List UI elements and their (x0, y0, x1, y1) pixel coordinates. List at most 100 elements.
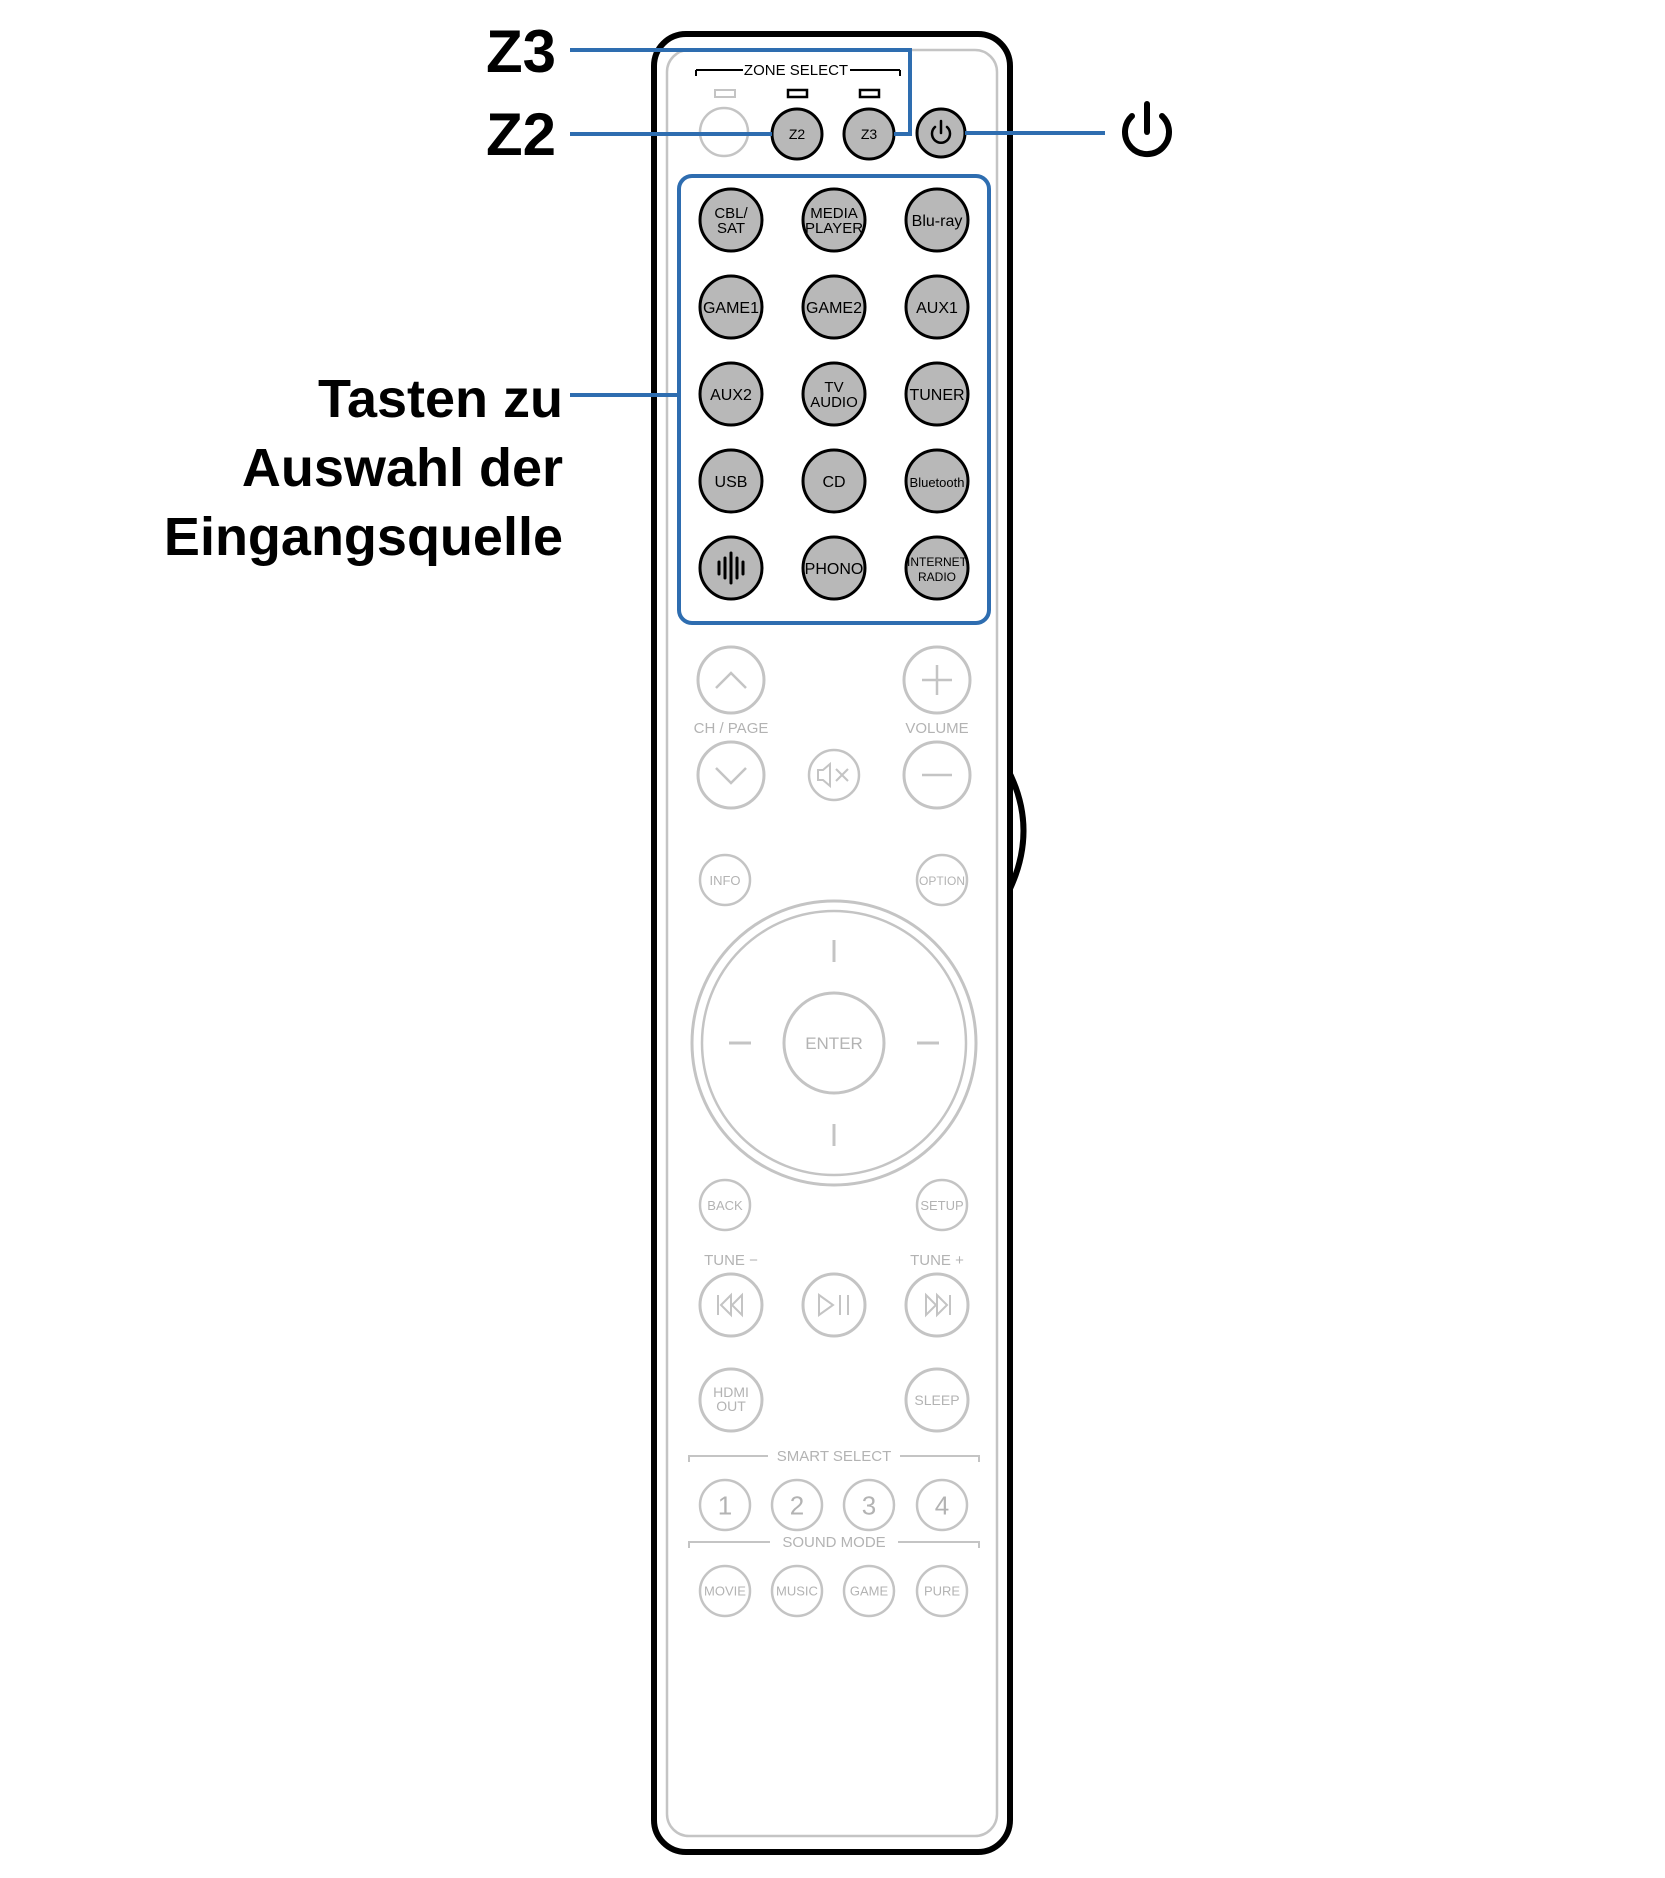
zone-indicator-z2 (786, 88, 809, 99)
mute-icon (817, 761, 849, 789)
source-button-phono[interactable]: PHONO (801, 535, 867, 601)
hdmi-out-label-2: OUT (716, 1398, 746, 1414)
source-button-media-player-label-2: PLAYER (805, 220, 863, 237)
source-button-cbl-sat-label-2: SAT (717, 220, 745, 237)
callout-source-line-1: Tasten zu (318, 369, 563, 429)
tune-plus-label: TUNE + (910, 1252, 964, 1269)
smart-select-buttons: 1 2 3 4 (698, 1478, 969, 1532)
hdmi-out-label-1: HDMI (713, 1384, 749, 1400)
source-button-aux2-label: AUX2 (710, 387, 752, 404)
source-button-heos[interactable] (698, 535, 764, 601)
sleep-label: SLEEP (914, 1392, 959, 1408)
source-button-tuner-label: TUNER (909, 387, 964, 404)
source-button-blu-ray[interactable]: Blu-ray (904, 187, 970, 253)
sound-mode-divider (688, 1541, 980, 1548)
source-button-tv-audio-label-2: AUDIO (810, 394, 858, 411)
sleep-button[interactable]: SLEEP (904, 1367, 970, 1433)
source-button-bluetooth-label: Bluetooth (910, 475, 965, 490)
smart-select-button-2-label: 2 (790, 1490, 804, 1520)
source-button-cbl-sat[interactable]: CBL/SAT (698, 187, 764, 253)
hdmi-out-button[interactable]: HDMI OUT (698, 1367, 764, 1433)
mute-button[interactable] (807, 748, 861, 802)
channel-up-button[interactable] (696, 645, 766, 715)
chevron-down-icon (715, 767, 747, 785)
source-button-aux1-label: AUX1 (916, 300, 958, 317)
smart-select-button-3[interactable]: 3 (842, 1478, 896, 1532)
callout-z3: Z3 (486, 18, 556, 85)
source-button-blu-ray-label: Blu-ray (912, 213, 963, 230)
source-button-cd[interactable]: CD (801, 448, 867, 514)
source-button-internet-radio-label-2: RADIO (918, 570, 956, 584)
callout-z2: Z2 (486, 101, 556, 168)
ch-page-label: CH / PAGE (694, 720, 769, 737)
back-button[interactable]: BACK (698, 1178, 752, 1232)
skip-forward-icon (925, 1292, 951, 1318)
sound-mode-button-movie-label: MOVIE (704, 1584, 746, 1599)
source-button-aux1[interactable]: AUX1 (904, 274, 970, 340)
source-group-frame (677, 174, 991, 625)
callout-line-z3 (570, 48, 912, 136)
power-icon (930, 119, 952, 144)
source-button-internet-radio-label-1: INTERNET (907, 555, 968, 569)
callout-lines (570, 48, 1105, 397)
enter-button[interactable]: ENTER (782, 991, 886, 1095)
info-button[interactable]: INFO (698, 853, 752, 907)
channel-down-button[interactable] (696, 740, 766, 810)
plus-icon (922, 665, 952, 695)
setup-button[interactable]: SETUP (915, 1178, 969, 1232)
skip-forward-button[interactable] (904, 1272, 970, 1338)
zone-select-area: ZONE SELECT Z2 Z3 (695, 62, 967, 161)
source-button-tuner[interactable]: TUNER (904, 361, 970, 427)
source-button-aux2[interactable]: AUX2 (698, 361, 764, 427)
skip-back-button[interactable] (698, 1272, 764, 1338)
play-pause-icon (818, 1293, 849, 1317)
zone-z3-button[interactable]: Z3 (842, 107, 896, 161)
source-button-game2-label: GAME2 (806, 300, 862, 317)
info-label: INFO (709, 873, 740, 888)
source-button-cbl-sat-label-1: CBL/ (714, 205, 748, 222)
source-button-game1[interactable]: GAME1 (698, 274, 764, 340)
zone-z2-button[interactable]: Z2 (770, 107, 824, 161)
sound-mode-button-music-label: MUSIC (776, 1584, 818, 1599)
sound-mode-button-game-label: GAME (850, 1584, 889, 1599)
tune-minus-label: TUNE − (704, 1252, 758, 1269)
volume-up-button[interactable] (902, 645, 972, 715)
smart-select-button-1[interactable]: 1 (698, 1478, 752, 1532)
play-pause-button[interactable] (801, 1272, 867, 1338)
sound-mode-button-movie[interactable]: MOVIE (698, 1564, 752, 1618)
setup-label: SETUP (920, 1198, 963, 1213)
sound-mode-button-game[interactable]: GAME (842, 1564, 896, 1618)
source-button-game1-label: GAME1 (703, 300, 759, 317)
source-button-media-player-label-1: MEDIA (810, 205, 858, 222)
skip-back-icon (717, 1292, 743, 1318)
back-label: BACK (707, 1198, 743, 1213)
option-button[interactable]: OPTION (915, 853, 969, 907)
sound-mode-button-pure[interactable]: PURE (915, 1564, 969, 1618)
volume-down-button[interactable] (902, 740, 972, 810)
sound-mode-buttons: MOVIE MUSIC GAME PURE (698, 1564, 969, 1618)
smart-select-button-4[interactable]: 4 (915, 1478, 969, 1532)
callout-source-line-3: Eingangsquelle (164, 507, 563, 567)
smart-select-button-4-label: 4 (935, 1490, 949, 1520)
zone-select-label: ZONE SELECT (744, 62, 848, 79)
source-button-phono-label: PHONO (805, 561, 864, 578)
smart-select-button-3-label: 3 (862, 1490, 876, 1520)
source-button-usb[interactable]: USB (698, 448, 764, 514)
sound-mode-button-pure-label: PURE (924, 1584, 960, 1599)
source-button-tv-audio-label-1: TV (824, 379, 843, 396)
source-button-game2[interactable]: GAME2 (801, 274, 867, 340)
source-button-usb-label: USB (715, 474, 748, 491)
source-button-bluetooth[interactable]: Bluetooth (904, 448, 970, 514)
sound-mode-button-music[interactable]: MUSIC (770, 1564, 824, 1618)
zone-z2-label: Z2 (789, 126, 806, 142)
smart-select-label: SMART SELECT (777, 1448, 891, 1465)
smart-select-divider (688, 1455, 980, 1462)
zone-z3-label: Z3 (861, 126, 878, 142)
power-button[interactable] (915, 107, 967, 159)
smart-select-button-2[interactable]: 2 (770, 1478, 824, 1532)
